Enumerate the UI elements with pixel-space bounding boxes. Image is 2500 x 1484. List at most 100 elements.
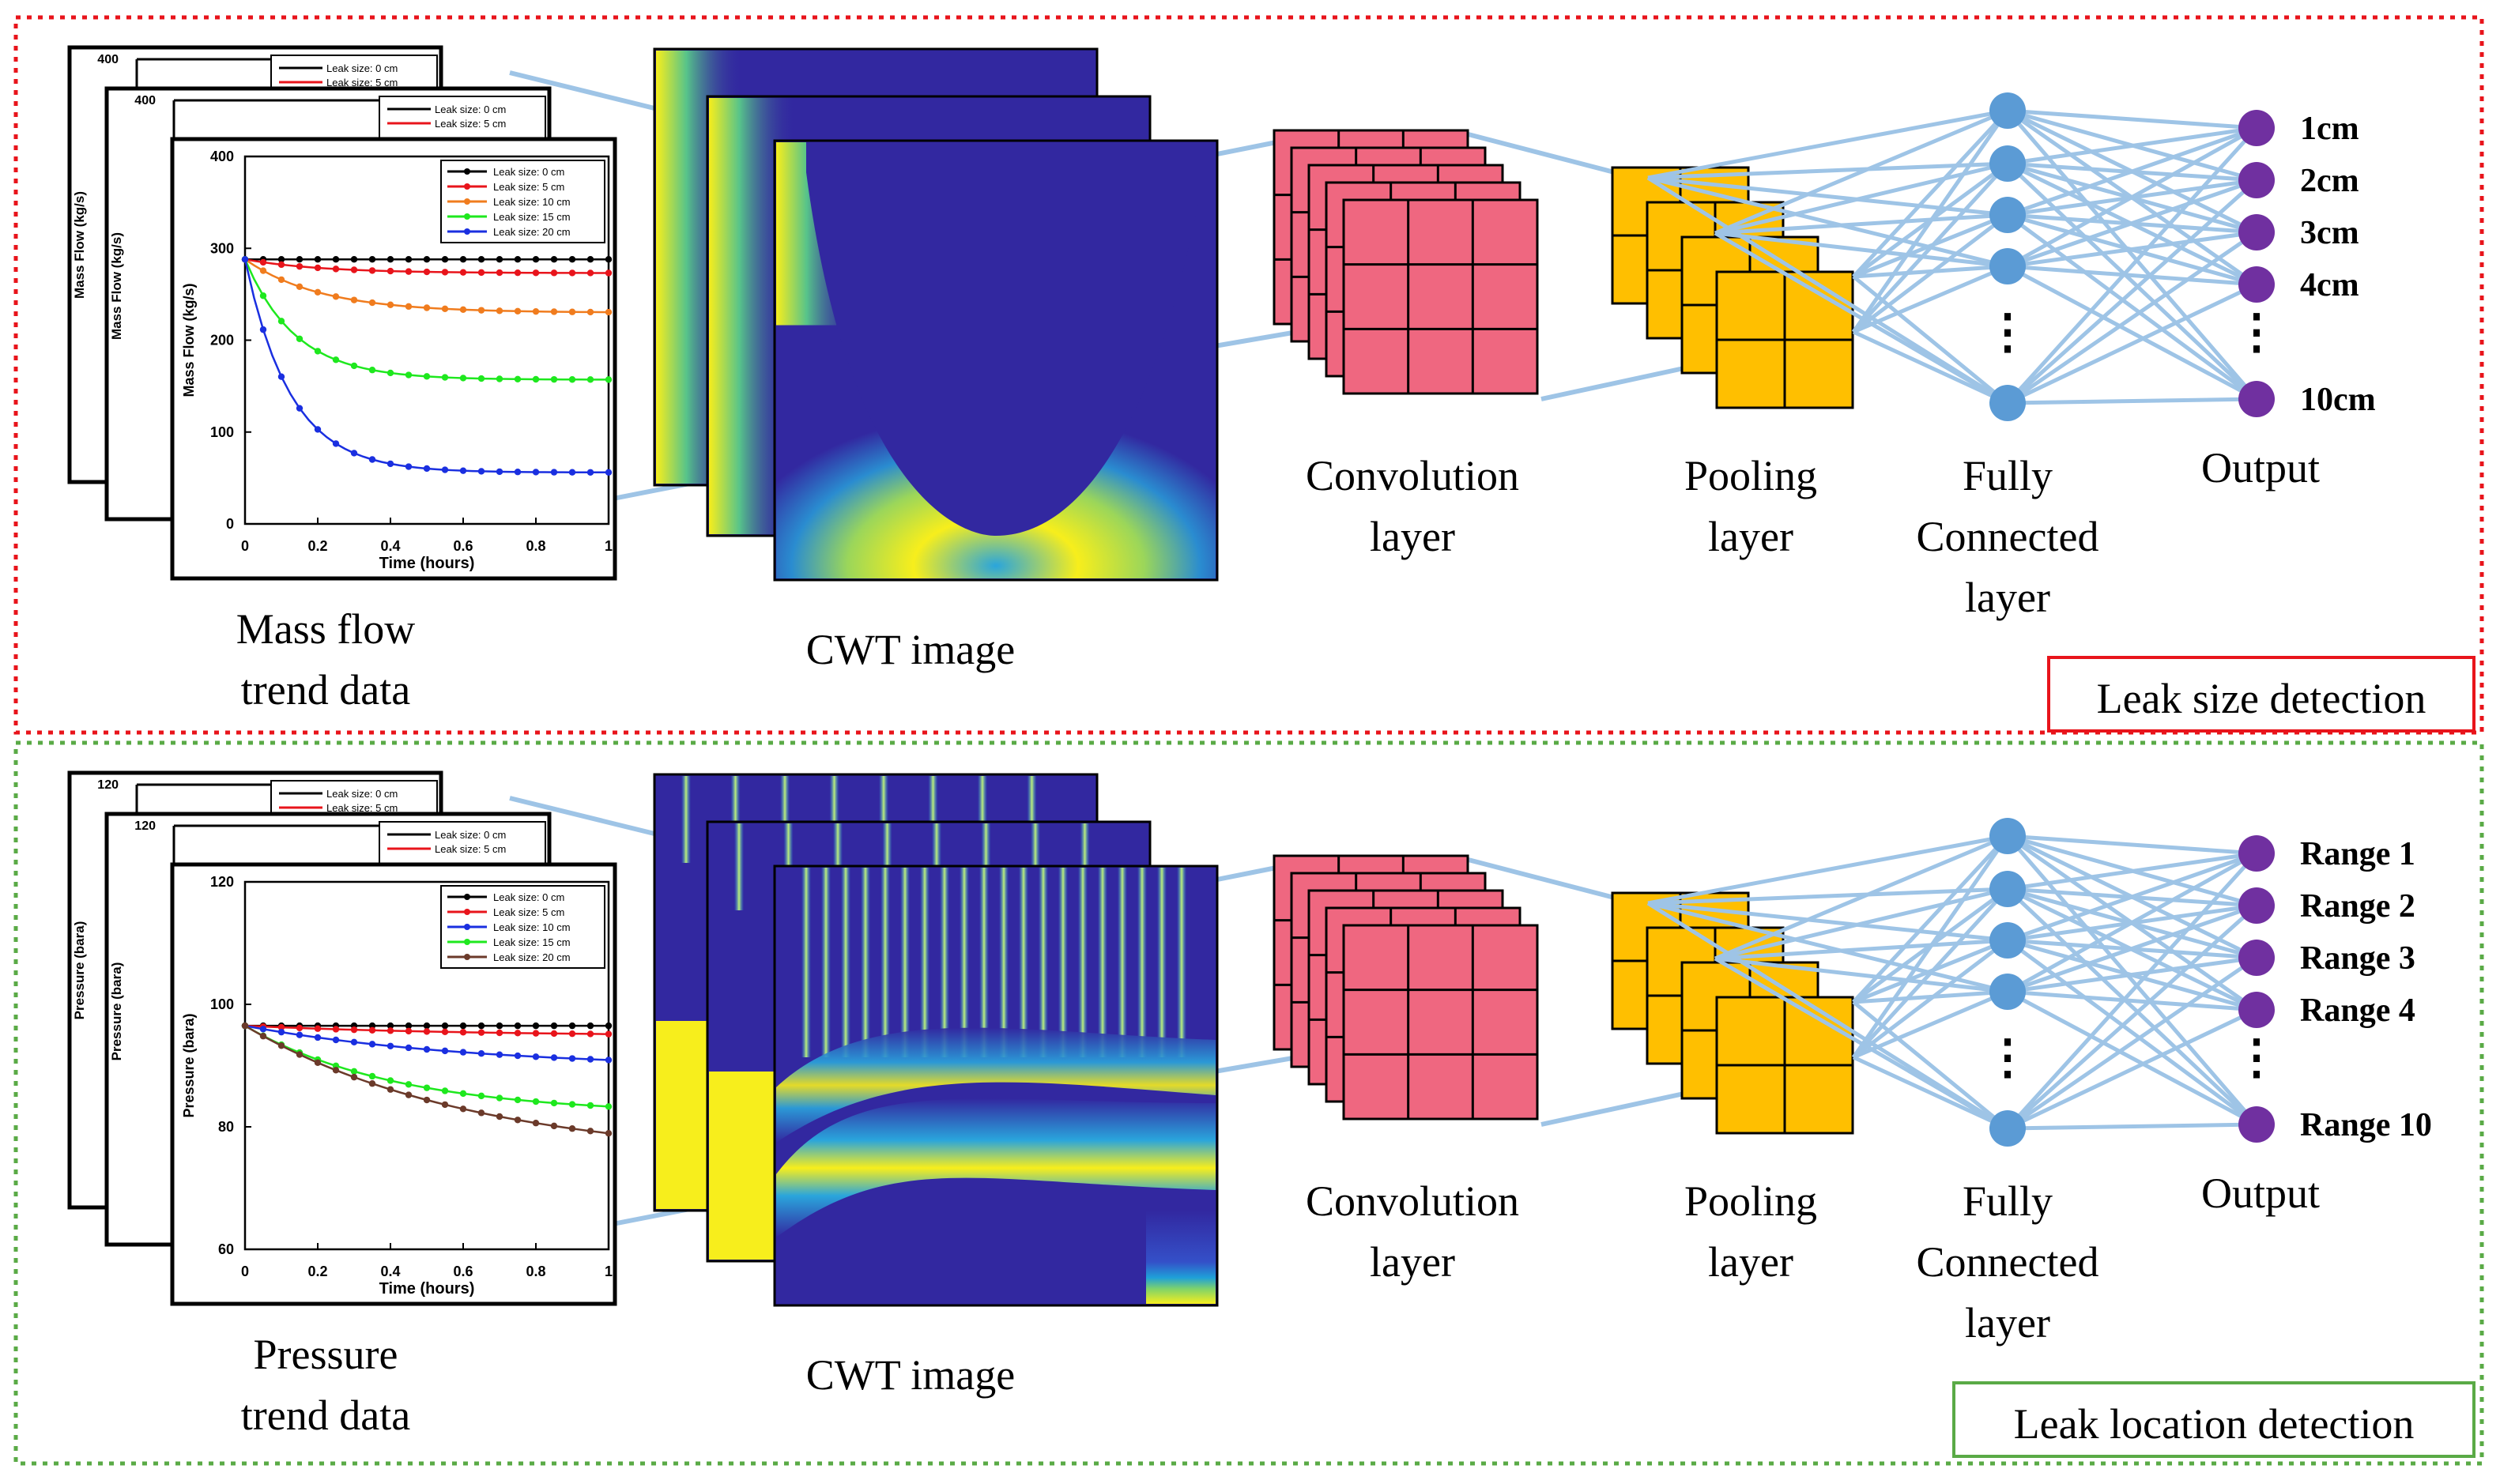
series-marker <box>496 1022 503 1030</box>
series-marker <box>496 1029 503 1037</box>
output-node <box>2238 887 2275 924</box>
series-marker <box>350 1038 358 1046</box>
back-plot-tick: 400 <box>134 94 156 107</box>
series-marker <box>532 256 540 263</box>
cwt-spike <box>940 868 949 1057</box>
series-marker <box>514 469 522 476</box>
y-tick-label: 60 <box>218 1241 234 1257</box>
series-marker <box>568 269 576 277</box>
output-connection <box>2007 126 2257 217</box>
output-connection <box>2007 264 2257 287</box>
series-marker <box>514 375 522 382</box>
series-marker <box>459 375 467 382</box>
series-marker <box>532 469 540 476</box>
series-marker <box>477 468 485 475</box>
output-connection <box>2007 834 2257 856</box>
detection-tag-box <box>1952 1381 2475 1458</box>
output-node <box>2238 266 2275 303</box>
x-tick-label: 0.2 <box>307 1264 327 1279</box>
series-marker <box>532 269 540 277</box>
series-marker <box>332 256 340 263</box>
cwt-spike <box>1137 868 1147 1057</box>
cwt-spike <box>880 868 890 1057</box>
cwt-spike <box>861 868 870 1057</box>
series-marker <box>368 1080 376 1087</box>
cwt-spike <box>1039 868 1048 1057</box>
series-marker <box>477 375 485 382</box>
series-marker <box>350 256 358 263</box>
series-marker <box>423 1045 431 1053</box>
conv-label: Convolution <box>1306 1177 1519 1225</box>
series-marker <box>514 256 522 263</box>
connection-line <box>1540 1090 1688 1127</box>
fc-connection <box>1853 264 2008 279</box>
series-marker <box>477 1109 485 1117</box>
series-marker <box>441 1047 449 1055</box>
output-connection <box>2006 989 2258 1127</box>
series-marker <box>405 371 413 379</box>
series-marker <box>605 256 613 263</box>
y-tick-label: 300 <box>210 240 234 256</box>
back-legend-text: Leak size: 5 cm <box>326 77 398 89</box>
series-marker <box>532 1022 540 1030</box>
cwt-spike <box>1078 868 1088 1057</box>
series-marker <box>405 1081 413 1088</box>
output-connection <box>2007 989 2257 1012</box>
output-connection <box>2006 126 2258 269</box>
fc-connection <box>1714 834 2008 961</box>
series-marker <box>496 269 503 277</box>
cwt-band <box>776 1098 1216 1237</box>
series-marker <box>550 256 558 263</box>
cwt-spike <box>1098 868 1107 1057</box>
series-marker <box>496 1094 503 1102</box>
output-connection <box>2006 179 2258 405</box>
back-plot-tick: 120 <box>134 819 156 833</box>
series-marker <box>387 1077 394 1084</box>
connection-line <box>509 70 658 111</box>
back-plot-ylabel: Pressure (bara) <box>72 921 87 1020</box>
output-label: Range 1 <box>2300 836 2415 872</box>
cwt-label: CWT image <box>806 626 1015 673</box>
series-marker <box>605 1057 613 1064</box>
series-marker <box>405 303 413 311</box>
series-marker <box>550 1030 558 1038</box>
output-label: Range 2 <box>2300 888 2415 925</box>
output-connection <box>2006 264 2258 401</box>
series-marker <box>259 267 267 274</box>
series-marker <box>296 1051 304 1058</box>
series-marker <box>496 307 503 315</box>
fc-connection <box>1714 231 2008 269</box>
series-marker <box>332 266 340 273</box>
series-marker <box>277 276 285 284</box>
output-node <box>2238 381 2275 417</box>
connection-line <box>1461 130 1621 176</box>
conv-label: Convolution <box>1306 452 1519 499</box>
series-marker <box>550 1122 558 1130</box>
fc-connection <box>1647 175 2008 269</box>
series-marker <box>586 269 594 277</box>
fc-node <box>1989 1110 2026 1147</box>
fc-label: Connected <box>1917 513 2099 560</box>
fc-connection <box>1852 330 2009 405</box>
fc-connection <box>1853 989 2008 1060</box>
output-node <box>2238 940 2275 976</box>
series-marker <box>568 256 576 263</box>
fc-connection <box>1714 887 2008 961</box>
output-heading: Output <box>2201 444 2320 492</box>
series-marker <box>605 308 613 316</box>
y-tick-label: 80 <box>218 1119 234 1135</box>
series-marker <box>277 261 285 269</box>
y-tick-label: 100 <box>210 424 234 440</box>
series-marker <box>387 460 394 468</box>
legend-text: Leak size: 0 cm <box>493 166 564 178</box>
series-marker <box>459 1090 467 1098</box>
series-marker <box>459 1105 467 1113</box>
fc-connection <box>1852 834 2009 1004</box>
fc-label: layer <box>1965 1299 2050 1347</box>
series-marker <box>350 450 358 457</box>
x-tick-label: 0.4 <box>380 538 400 554</box>
connection-line <box>1461 856 1621 902</box>
series-marker <box>441 1101 449 1109</box>
legend-marker <box>464 924 470 930</box>
